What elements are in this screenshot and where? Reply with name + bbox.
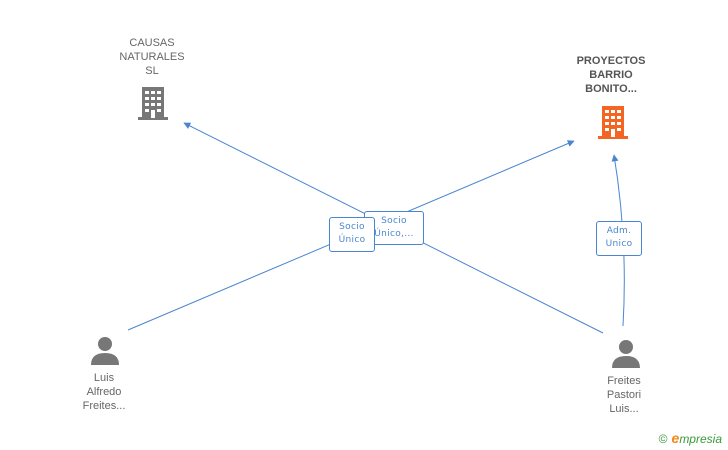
person-label-freites[interactable]: Freites Pastori Luis...	[606, 375, 642, 415]
copyright-symbol: ©	[658, 432, 668, 446]
company-label-causas[interactable]: CAUSAS NATURALES SL	[119, 37, 185, 77]
building-icon[interactable]	[598, 104, 628, 140]
brand-initial: e	[671, 430, 680, 446]
company-label-proyectos[interactable]: PROYECTOS BARRIO BONITO...	[576, 55, 646, 95]
brand-name: mpresia	[679, 432, 722, 446]
edge-label-adm-unico[interactable]: Adm. Unico	[596, 221, 642, 256]
empresia-logo[interactable]: ©empresia	[659, 430, 722, 446]
person-label-luis[interactable]: Luis Alfredo Freites...	[82, 372, 126, 412]
edge-label-socio-unico-1[interactable]: Socio Único	[329, 217, 375, 252]
building-icon[interactable]	[138, 85, 168, 121]
person-icon[interactable]	[611, 339, 641, 369]
person-icon[interactable]	[90, 336, 120, 366]
